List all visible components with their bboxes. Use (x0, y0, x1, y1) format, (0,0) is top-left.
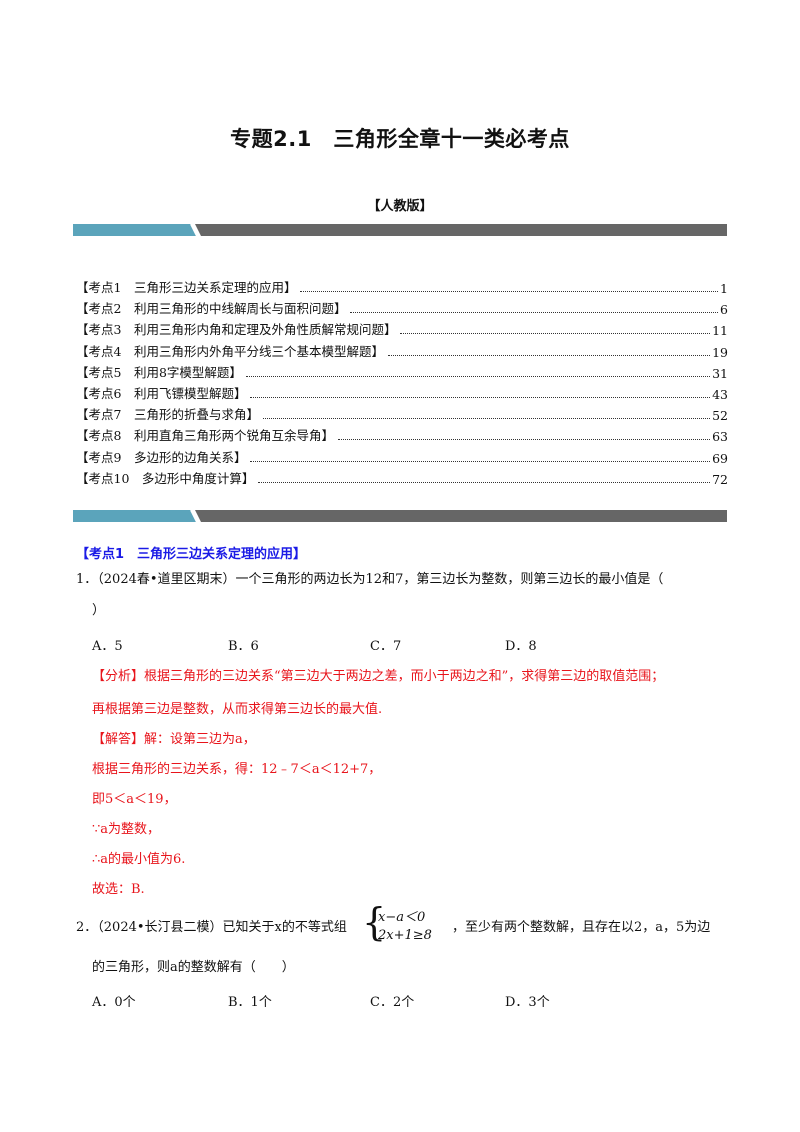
toc-entry-page: 43 (712, 387, 728, 402)
toc-entry[interactable]: 【考点9 多边形的边角关系】 69 (76, 446, 728, 466)
toc-leader-dots (258, 481, 711, 483)
q1-answer-line: 【解答】解：设第三边为a， (92, 732, 256, 747)
band-gray-segment (195, 510, 727, 522)
q2-option-d: D．3个 (505, 995, 550, 1010)
toc-entry-page: 63 (712, 429, 728, 445)
toc-entry-label: 【考点1 三角形三边关系定理的应用】 (76, 280, 297, 295)
q2-option-b: B．1个 (228, 995, 272, 1010)
toc-leader-dots (337, 438, 711, 441)
header-band-top (73, 224, 727, 236)
toc-entry-label: 【考点7 三角形的折叠与求角】 (76, 407, 259, 423)
page-title: 专题2.1 三角形全章十一类必考点 (230, 127, 570, 151)
toc-entry[interactable]: 【考点5 利用8字模型解题】 31 (76, 361, 728, 381)
edition-label: 【人教版】 (367, 199, 433, 214)
toc-entry-page: 31 (712, 365, 728, 381)
q1-option-b: B．6 (228, 639, 259, 654)
toc-entry-page: 72 (712, 471, 728, 487)
header-band-bottom (73, 510, 727, 522)
toc-entry-label: 【考点8 利用直角三角形两个锐角互余导角】 (76, 428, 334, 444)
toc-entry-label: 【考点9 多边形的边角关系】 (76, 449, 247, 465)
toc-entry-label: 【考点10 多边形中角度计算】 (76, 470, 255, 486)
q2-option-c: C．2个 (370, 995, 415, 1010)
brace-icon: { (362, 900, 387, 944)
toc-entry-page: 11 (712, 323, 728, 339)
toc-leader-dots (400, 332, 711, 335)
toc-leader-dots (250, 396, 711, 398)
toc-entry[interactable]: 【考点10 多边形中角度计算】 72 (76, 467, 728, 487)
toc-entry[interactable]: 【考点4 利用三角形内外角平分线三个基本模型解题】 19 (76, 340, 728, 360)
toc-entry-page: 6 (720, 302, 728, 318)
toc-entry[interactable]: 【考点8 利用直角三角形两个锐角互余导角】 63 (76, 424, 728, 444)
toc-entry-page: 52 (712, 408, 728, 424)
toc-leader-dots (245, 375, 711, 377)
toc-entry-label: 【考点6 利用飞镖模型解题】 (76, 386, 247, 401)
q1-stem-line2: ） (92, 603, 106, 618)
q2-inequality-1: x−a＜0 (378, 910, 426, 925)
q2-stem-suffix: ，至少有两个整数解，且存在以2，a，5为边 (452, 920, 711, 935)
toc-entry-label: 【考点2 利用三角形的中线解周长与面积问题】 (76, 301, 347, 317)
q1-option-c: C．7 (370, 639, 402, 654)
q1-answer-line: ∴a的最小值为6. (92, 852, 186, 867)
toc-leader-dots (262, 417, 711, 420)
q2-stem-line2: 的三角形，则a的整数解有（ ） (92, 960, 295, 975)
q1-answer-line: ∵a为整数， (92, 822, 161, 837)
toc-leader-dots (387, 354, 711, 356)
toc-leader-dots (350, 311, 719, 314)
toc-entry-page: 19 (712, 344, 728, 360)
toc-entry[interactable]: 【考点1 三角形三边关系定理的应用】 1 (76, 276, 728, 296)
toc-entry[interactable]: 【考点3 利用三角形内角和定理及外角性质解常规问题】 11 (76, 318, 728, 338)
q1-option-d: D．8 (505, 639, 537, 654)
q1-analysis-line2: 再根据第三边是整数，从而求得第三边长的最大值. (92, 702, 383, 717)
q1-answer-line: 故选：B. (92, 882, 145, 897)
q2-inequality-2: 2x+1≥8 (378, 928, 432, 943)
section-heading: 【考点1 三角形三边关系定理的应用】 (76, 547, 307, 562)
q1-analysis-line1: 【分析】根据三角形的三边关系“第三边大于两边之差，而小于两边之和”，求得第三边的… (92, 669, 665, 684)
q1-option-a: A．5 (92, 639, 123, 654)
toc-leader-dots (300, 290, 719, 292)
band-gray-segment (195, 224, 727, 236)
toc-entry-page: 69 (712, 450, 728, 466)
q1-answer-line: 根据三角形的三边关系，得：12﹣7＜a＜12+7， (92, 762, 382, 777)
toc-entry[interactable]: 【考点7 三角形的折叠与求角】 52 (76, 403, 728, 423)
toc-entry[interactable]: 【考点6 利用飞镖模型解题】 43 (76, 382, 728, 402)
q2-option-a: A．0个 (92, 995, 136, 1010)
toc-entry-label: 【考点3 利用三角形内角和定理及外角性质解常规问题】 (76, 322, 397, 338)
toc-entry-label: 【考点4 利用三角形内外角平分线三个基本模型解题】 (76, 343, 384, 359)
q1-answer-line: 即5＜a＜19， (92, 792, 177, 807)
toc-leader-dots (250, 460, 711, 462)
toc-entry-page: 1 (720, 281, 728, 296)
q2-stem-prefix: 2．（2024•长汀县二模）已知关于x的不等式组 (76, 920, 347, 935)
band-teal-segment (73, 510, 197, 522)
toc-entry[interactable]: 【考点2 利用三角形的中线解周长与面积问题】 6 (76, 297, 728, 317)
band-teal-segment (73, 224, 197, 236)
toc-entry-label: 【考点5 利用8字模型解题】 (76, 364, 242, 380)
q1-stem-line1: 1．（2024春•道里区期末）一个三角形的两边长为12和7，第三边长为整数，则第… (76, 572, 664, 587)
